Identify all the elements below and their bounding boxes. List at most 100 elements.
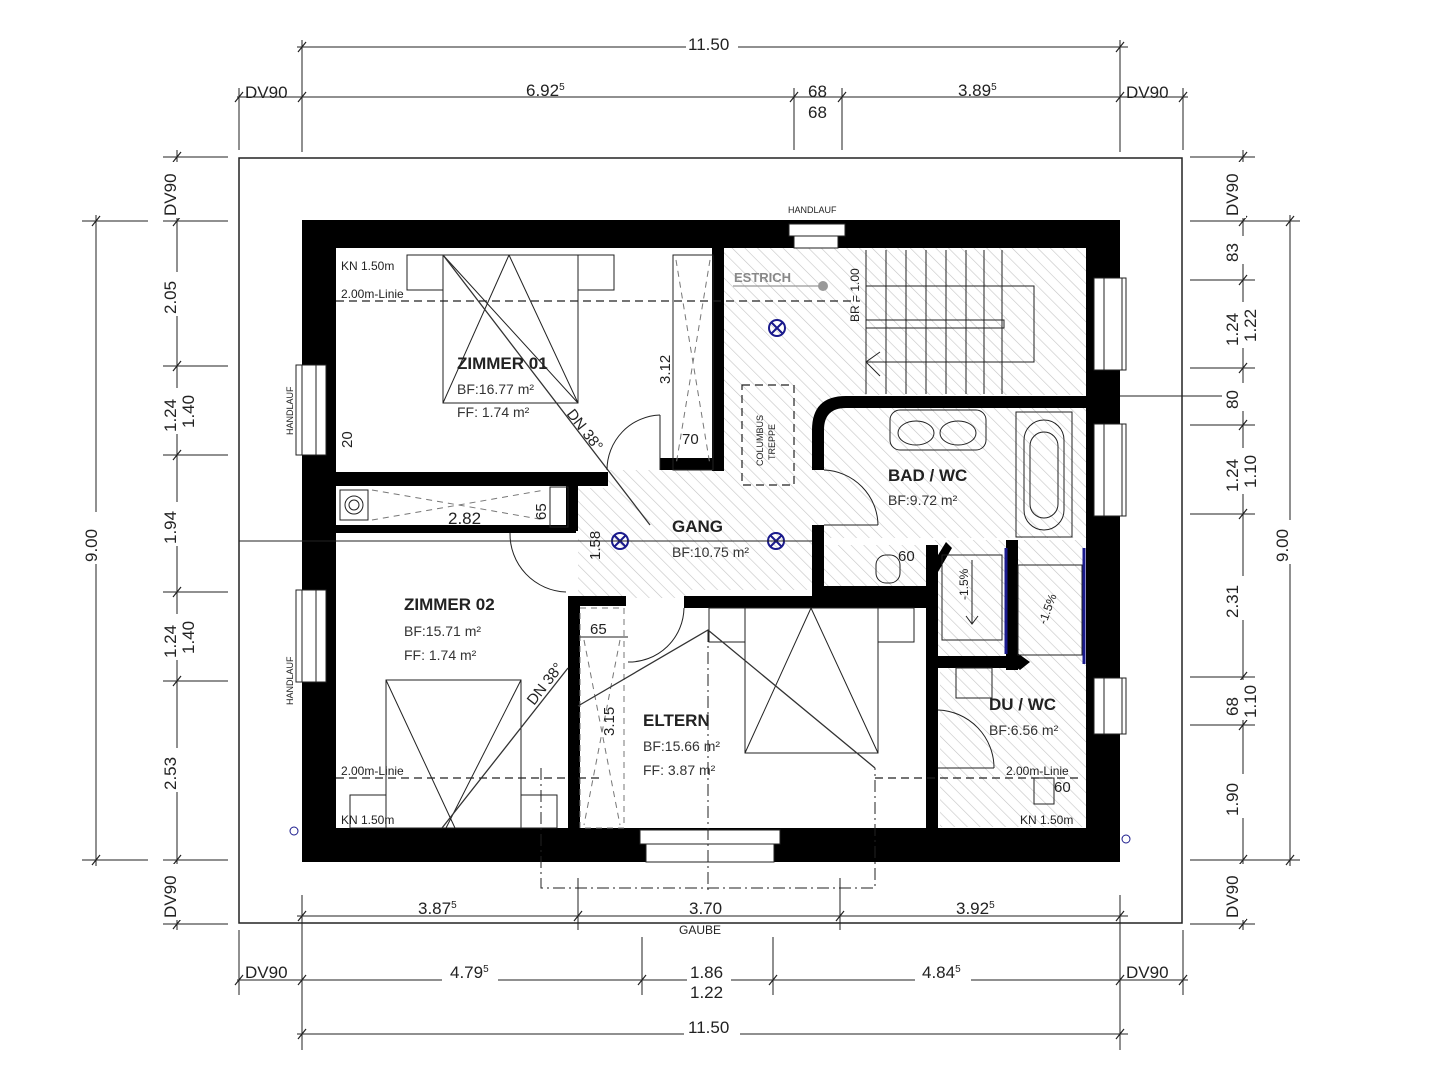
dim-bottom-row2-mid-top: 1.86 bbox=[690, 963, 723, 982]
dim-right-seg4-a: 1.24 bbox=[1223, 459, 1242, 492]
dim-2-82: 2.82 bbox=[448, 509, 481, 528]
dn-label-zimmer02: DN 38° bbox=[524, 660, 567, 709]
dim-3-15: 3.15 bbox=[601, 707, 618, 736]
dim-right-overall: 9.00 bbox=[1273, 529, 1292, 562]
ceiling-lamp-icon bbox=[768, 319, 786, 337]
dim-right-seg6-b: 1.10 bbox=[1241, 685, 1260, 718]
dim-left-seg2-b: 1.40 bbox=[179, 395, 198, 428]
dim-3-12: 3.12 bbox=[657, 355, 674, 384]
marker-circle-left bbox=[289, 826, 299, 836]
dim-bottom-seg3: 3.925 bbox=[956, 899, 995, 918]
dim-bottom-dv-right: DV90 bbox=[1126, 963, 1169, 982]
dim-70: 70 bbox=[682, 431, 699, 448]
columbus-treppe-box bbox=[741, 384, 795, 486]
columbus-label-2: TREPPE bbox=[767, 424, 777, 460]
dim-left-overall: 9.00 bbox=[82, 529, 101, 562]
room-name-bad: BAD / WC bbox=[888, 466, 967, 485]
estrich-dot bbox=[818, 281, 828, 291]
dim-bottom-overall: 11.50 bbox=[688, 1018, 729, 1037]
kn-label-zimmer01: KN 1.50m bbox=[341, 259, 394, 273]
linie-label-zimmer02: 2.00m-Linie bbox=[341, 764, 404, 778]
wardrobe-zimmer01 bbox=[672, 254, 714, 471]
br-label: BR = 1.00 bbox=[848, 268, 862, 322]
dim-bottom-dv-left: DV90 bbox=[245, 963, 288, 982]
room-ff-zimmer01: FF: 1.74 m² bbox=[457, 404, 530, 420]
dim-bottom-row2-seg1: 4.795 bbox=[450, 963, 489, 982]
dim-left-seg1: 2.05 bbox=[161, 281, 180, 314]
room-bf-du: BF:6.56 m² bbox=[989, 722, 1059, 738]
room-ff-eltern: FF: 3.87 m² bbox=[643, 762, 716, 778]
bed-zimmer02 bbox=[349, 679, 558, 829]
room-bf-gang: BF:10.75 m² bbox=[672, 544, 749, 560]
dim-left-seg2-a: 1.24 bbox=[161, 399, 180, 432]
hatched-areas bbox=[578, 246, 1088, 827]
dim-right-seg4-b: 1.10 bbox=[1241, 455, 1260, 488]
dim-right-seg2-b: 1.22 bbox=[1241, 309, 1260, 342]
room-ff-zimmer02: FF: 1.74 m² bbox=[404, 647, 477, 663]
roof-slope-line-zimmer01 bbox=[442, 254, 651, 526]
dim-left-seg5: 2.53 bbox=[161, 757, 180, 790]
dim-top-seg1: 6.925 bbox=[526, 81, 565, 100]
dim-right-seg6-a: 68 bbox=[1223, 697, 1242, 716]
dim-65-b: 65 bbox=[590, 621, 607, 638]
dim-top-mid-top: 68 bbox=[808, 82, 827, 101]
door-du bbox=[937, 709, 995, 769]
linie-label-zimmer01: 2.00m-Linie bbox=[341, 287, 404, 301]
dim-right-seg3: 80 bbox=[1223, 390, 1242, 409]
room-bf-zimmer01: BF:16.77 m² bbox=[457, 381, 534, 397]
room-bf-bad: BF:9.72 m² bbox=[888, 492, 958, 508]
dim-65-a: 65 bbox=[533, 503, 550, 520]
door-eltern bbox=[627, 607, 685, 663]
dim-left-seg4-a: 1.24 bbox=[161, 625, 180, 658]
dim-top-overall: 11.50 bbox=[688, 35, 729, 54]
dim-left-dv-top: DV90 bbox=[161, 173, 180, 216]
door-bad bbox=[823, 469, 879, 526]
dim-60-b: 60 bbox=[1054, 779, 1071, 796]
dim-right-seg2-a: 1.24 bbox=[1223, 313, 1242, 346]
room-bf-eltern: BF:15.66 m² bbox=[643, 738, 720, 754]
staircase bbox=[865, 250, 1035, 394]
dim-left-seg3: 1.94 bbox=[161, 511, 180, 544]
handlauf-label-left-2: HANDLAUF bbox=[285, 656, 295, 705]
dim-right-seg1: 83 bbox=[1223, 243, 1242, 262]
wardrobe-eltern bbox=[579, 607, 628, 829]
gaube-projection bbox=[540, 768, 876, 889]
dim-bottom-row2-mid-bottom: 1.22 bbox=[690, 983, 723, 1002]
gaube-label: GAUBE bbox=[679, 923, 721, 937]
dim-left-seg4-b: 1.40 bbox=[179, 621, 198, 654]
dim-bottom-seg2: 3.70 bbox=[689, 899, 722, 918]
room-name-du: DU / WC bbox=[989, 695, 1056, 714]
dim-top-mid-bottom: 68 bbox=[808, 103, 827, 122]
dim-top-dv-left: DV90 bbox=[245, 83, 288, 102]
linie-label-du: 2.00m-Linie bbox=[1006, 764, 1069, 778]
windows bbox=[295, 223, 1127, 863]
dim-1-58: 1.58 bbox=[587, 531, 604, 560]
dim-right-dv-bottom: DV90 bbox=[1223, 875, 1242, 918]
slope-label-1: -1.5% bbox=[957, 568, 971, 600]
handlauf-label-top: HANDLAUF bbox=[788, 205, 837, 215]
room-name-zimmer01: ZIMMER 01 bbox=[457, 354, 548, 373]
room-name-gang: GANG bbox=[672, 517, 723, 536]
kn-label-zimmer02: KN 1.50m bbox=[341, 813, 394, 827]
dim-right-seg7: 1.90 bbox=[1223, 783, 1242, 816]
roof-slope-line-zimmer02 bbox=[441, 667, 569, 829]
room-bf-zimmer02: BF:15.71 m² bbox=[404, 623, 481, 639]
door-zimmer02 bbox=[509, 532, 567, 593]
dimension-right bbox=[1190, 150, 1300, 930]
bed-zimmer01 bbox=[406, 254, 615, 404]
room-name-zimmer02: ZIMMER 02 bbox=[404, 595, 495, 614]
dim-bottom-row2-seg3: 4.845 bbox=[922, 963, 961, 982]
dim-top-seg3: 3.895 bbox=[958, 81, 997, 100]
storage-closet bbox=[339, 486, 569, 528]
dim-left-dv-bottom: DV90 bbox=[161, 875, 180, 918]
dim-right-dv-top: DV90 bbox=[1223, 173, 1242, 216]
dim-60-a: 60 bbox=[898, 548, 915, 565]
dim-20: 20 bbox=[339, 431, 356, 448]
dim-right-seg5: 2.31 bbox=[1223, 585, 1242, 618]
bad-fixtures bbox=[875, 409, 1083, 805]
kn-label-du: KN 1.50m bbox=[1020, 813, 1073, 827]
columbus-label-1: COLUMBUS bbox=[755, 415, 765, 466]
dimension-top bbox=[234, 40, 1188, 152]
estrich-label: ESTRICH bbox=[734, 270, 791, 285]
